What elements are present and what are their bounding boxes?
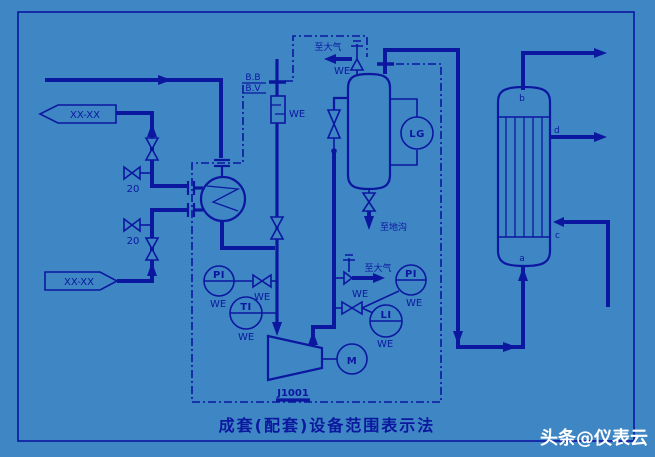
to-atmosphere-label: 至大气 bbox=[314, 41, 341, 53]
compressor-tag: J1001 bbox=[276, 388, 309, 399]
motor-balloon bbox=[336, 343, 368, 375]
cooler-shell bbox=[199, 175, 247, 223]
discharge-riser bbox=[311, 152, 336, 346]
bb-bv-note: B.B B.V bbox=[242, 73, 266, 94]
valve-inline-vertical bbox=[144, 237, 160, 261]
vent-stack-icon bbox=[343, 254, 355, 272]
column-exchanger: b a d c bbox=[496, 85, 560, 268]
valve-inline-vertical bbox=[269, 216, 285, 240]
cooler-outlet-line bbox=[220, 220, 275, 250]
tap-valve bbox=[341, 300, 363, 316]
drawing-frame bbox=[17, 11, 635, 442]
nozzle-c-label: c bbox=[555, 231, 560, 241]
relief-valve bbox=[349, 57, 365, 71]
boundary-segment-top bbox=[285, 35, 368, 82]
watermark: 头条@仪表云 bbox=[540, 427, 648, 449]
flow-arrow-right bbox=[503, 342, 517, 352]
main-inlet-line bbox=[45, 78, 223, 158]
flag-label: XX-XX bbox=[64, 277, 94, 288]
valve-inline-vertical bbox=[144, 137, 160, 161]
flow-arrow-right bbox=[373, 273, 385, 283]
valve-size-20 bbox=[123, 217, 141, 233]
column-shell bbox=[496, 85, 552, 268]
level-gauge-balloon bbox=[400, 116, 434, 150]
filter-body bbox=[270, 95, 286, 124]
bv-label: B.V bbox=[245, 84, 261, 94]
flag-label: XX-XX bbox=[70, 110, 100, 121]
flow-arrow-up bbox=[518, 267, 528, 281]
flow-arrow-right bbox=[594, 132, 607, 142]
flow-arrow-down bbox=[453, 331, 463, 345]
vent-stack-icon bbox=[351, 40, 363, 59]
drawing-title: 成套(配套)设备范围表示法 bbox=[219, 416, 436, 435]
tap-lead-line bbox=[361, 307, 374, 314]
valve-inline-vertical bbox=[326, 109, 342, 139]
flow-arrow-up bbox=[147, 262, 157, 276]
cooler-exchanger bbox=[186, 158, 247, 223]
flow-arrow-up bbox=[308, 331, 318, 345]
tube-bundle bbox=[505, 117, 543, 237]
we-label: WE bbox=[289, 109, 305, 120]
column-top-outlet bbox=[521, 51, 595, 90]
we-label: WE bbox=[377, 339, 393, 350]
vessel-to-column-line bbox=[383, 48, 525, 349]
we-label: WE bbox=[406, 298, 422, 309]
compressor-body bbox=[266, 334, 324, 382]
lg-top-tap bbox=[390, 98, 418, 117]
we-label: WE bbox=[352, 289, 368, 300]
valve-size-label: 20 bbox=[127, 236, 140, 247]
tap-lead-line bbox=[361, 290, 400, 309]
motor-label: M bbox=[347, 356, 357, 367]
pi-tag: PI bbox=[213, 270, 225, 281]
nozzle-d-label: d bbox=[554, 126, 560, 136]
compressor: M J1001 bbox=[266, 334, 368, 402]
nozzle-a-label: a bbox=[519, 254, 525, 264]
to-atmosphere-label: 至大气 bbox=[364, 262, 391, 274]
process-lines bbox=[45, 48, 610, 352]
lg-bottom-tap bbox=[390, 150, 418, 166]
offpage-flags: XX-XX XX-XX bbox=[38, 104, 119, 291]
flow-arrow-left bbox=[553, 217, 564, 227]
pi-tag: PI bbox=[405, 269, 417, 280]
li-tag: LI bbox=[380, 310, 391, 321]
flow-arrow bbox=[158, 75, 172, 85]
suction-filter: WE bbox=[270, 95, 305, 124]
nozzle-c-inlet bbox=[564, 220, 610, 307]
we-label: WE bbox=[238, 332, 254, 343]
vessel-shell bbox=[346, 72, 392, 191]
ti-tag: TI bbox=[240, 302, 252, 313]
knockout-vessel: 至大气 WE LG 至地沟 bbox=[314, 40, 434, 233]
we-label: WE bbox=[254, 292, 270, 303]
to-drain-label: 至地沟 bbox=[380, 221, 407, 233]
flow-arrow-left bbox=[324, 54, 336, 64]
flow-arrow-down bbox=[272, 322, 282, 336]
package-boundary bbox=[191, 35, 442, 403]
discharge-instrument-tap: PI WE LI WE bbox=[336, 264, 427, 350]
lg-tag: LG bbox=[409, 129, 425, 140]
we-label: WE bbox=[334, 66, 350, 77]
we-label: WE bbox=[210, 299, 226, 310]
line-junction-dot bbox=[331, 148, 337, 154]
flag-out-left bbox=[38, 104, 117, 124]
vessel-left-nozzle-line bbox=[332, 96, 348, 110]
flow-arrow-right bbox=[594, 48, 607, 58]
relief-valve bbox=[343, 270, 354, 286]
left-stream-valves: 20 20 bbox=[123, 137, 160, 261]
suction-instruments: PI WE WE TI WE bbox=[203, 265, 276, 343]
bb-label: B.B bbox=[245, 73, 260, 83]
valve-size-20 bbox=[123, 165, 141, 181]
flow-arrow-down bbox=[364, 216, 374, 230]
boundary-segment-main bbox=[191, 63, 442, 403]
discharge-relief: 至大气 WE bbox=[336, 254, 392, 300]
valve-size-label: 20 bbox=[127, 184, 140, 195]
cooler-coil-zigzag bbox=[206, 185, 241, 212]
nozzle-b-label: b bbox=[519, 94, 525, 104]
tap-valve bbox=[252, 273, 272, 289]
flag-in-left bbox=[44, 271, 119, 291]
drain-valve bbox=[361, 192, 377, 212]
flow-arrow-up bbox=[147, 123, 157, 137]
